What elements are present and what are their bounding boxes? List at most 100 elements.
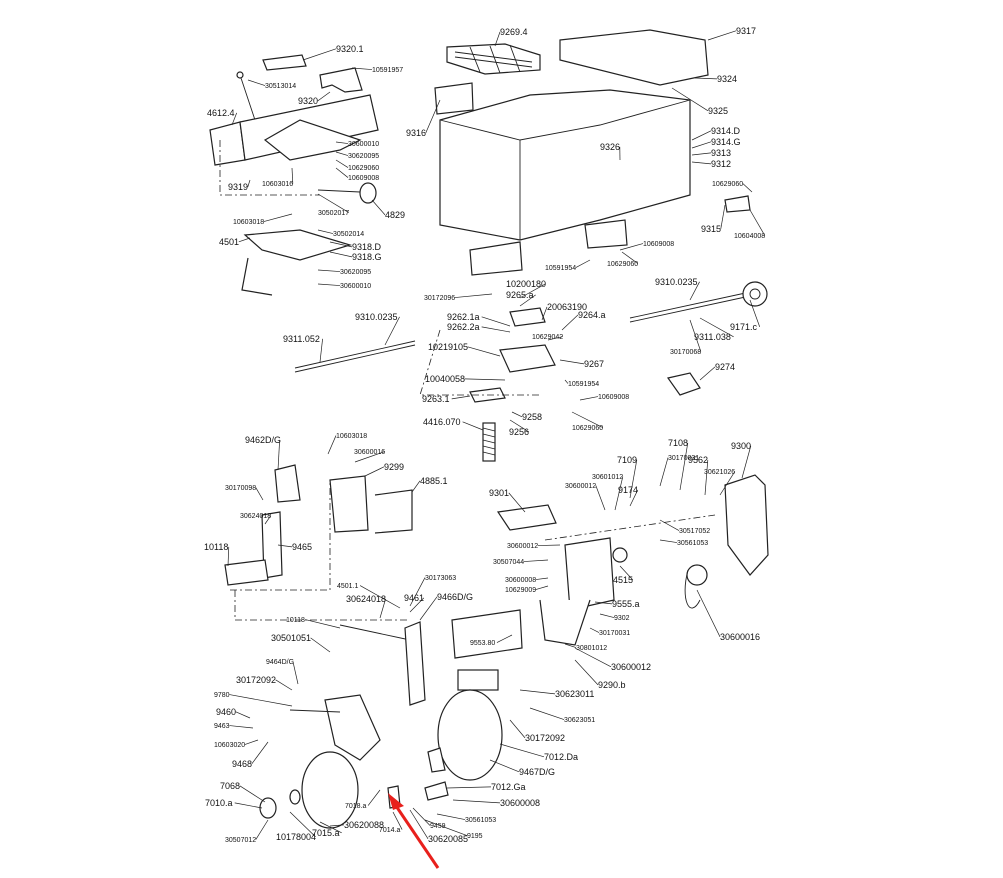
leader-line: [561, 314, 579, 331]
part-number-label: 30801012: [576, 645, 607, 652]
centerline: [219, 140, 320, 196]
part-number-label: 30620095: [340, 269, 371, 276]
hopper-box-part: [439, 89, 691, 241]
leader-line: [499, 743, 545, 758]
leader-line: [364, 466, 385, 477]
grid-screen-part: [446, 43, 541, 75]
leader-line: [319, 338, 323, 363]
leader-line: [436, 813, 466, 820]
leader-line: [462, 421, 484, 431]
part-number-label: 4416.070: [423, 417, 461, 427]
leader-line: [317, 269, 341, 272]
part-number-label: 10603018: [336, 433, 367, 440]
leader-line: [519, 689, 556, 695]
leader-line: [696, 589, 721, 638]
part-number-label: 9302: [614, 615, 630, 622]
part-number-label: 9310.0235: [355, 312, 398, 322]
part-number-label: 7109: [617, 455, 637, 465]
leader-line: [329, 824, 345, 827]
leader-line: [574, 647, 612, 668]
part-number-label: 30502014: [333, 231, 364, 238]
leader-line: [547, 336, 563, 341]
leader-line: [508, 492, 526, 513]
leader-line: [305, 619, 341, 629]
leader-line: [467, 346, 501, 357]
part-number-label: 4829: [385, 210, 405, 220]
leader-line: [541, 306, 548, 321]
leader-line: [302, 48, 337, 61]
part-number-label: 30601012: [592, 474, 623, 481]
chain-guard-part: [724, 474, 769, 576]
leader-line: [452, 799, 501, 804]
leader-line: [529, 707, 565, 720]
leader-line: [424, 819, 468, 836]
part-number-label: 30600012: [611, 662, 651, 672]
part-number-label: 9464D/G: [266, 659, 294, 666]
leader-line: [277, 439, 280, 471]
leader-line: [691, 130, 712, 141]
leader-line: [317, 91, 331, 102]
leader-line: [511, 411, 523, 418]
bearing-part: [289, 789, 301, 805]
part-number-label: 4612.4: [207, 108, 235, 118]
cover-plate-part: [496, 504, 557, 531]
scraper-part: [424, 781, 449, 801]
part-number-label: 9459: [430, 823, 446, 830]
shaft-part: [294, 344, 416, 373]
foot-part: [224, 559, 269, 586]
leader-line: [264, 515, 272, 525]
leader-line: [559, 359, 585, 365]
part-number-label: 30624018: [240, 513, 271, 520]
part-number-label: 9318.G: [352, 252, 382, 262]
leader-line: [317, 193, 349, 213]
part-number-label: 30600012: [507, 543, 538, 550]
part-number-label: 10609008: [643, 241, 674, 248]
leader-line: [535, 585, 549, 590]
part-number-label: 9290.b: [598, 680, 626, 690]
part-number-label: 30624018: [346, 594, 386, 604]
part-number-label: 9320.1: [336, 44, 364, 54]
disc-assembly: [234, 590, 503, 829]
part-number-label: 9314.D: [711, 126, 741, 136]
leader-line: [379, 598, 386, 619]
sprocket-part: [686, 564, 708, 586]
leader-line: [310, 637, 331, 653]
leader-line: [247, 79, 266, 86]
part-number-label: 30621026: [704, 469, 735, 476]
leader-line: [317, 229, 334, 234]
shaft-part: [339, 624, 411, 641]
leader-line: [317, 283, 341, 286]
part-number-label: 9326: [600, 142, 620, 152]
part-number-label: 30620095: [348, 153, 379, 160]
square-tube-part: [451, 609, 523, 659]
part-number-label: 9300: [731, 441, 751, 451]
part-number-label: 9313: [711, 148, 731, 158]
leader-line: [464, 378, 506, 381]
leader-line: [509, 419, 529, 433]
leader-line: [579, 396, 599, 401]
bracket-assembly-top-left: [209, 54, 379, 296]
part-number-label: 10629060: [712, 181, 743, 188]
leader-line: [335, 151, 349, 156]
part-number-label: 9301: [489, 488, 509, 498]
leader-line: [571, 411, 603, 428]
part-number-label: 9320: [298, 96, 318, 106]
part-number-label: 10603016: [262, 181, 293, 188]
part-number-label: 9324: [717, 74, 737, 84]
leader-line: [329, 251, 353, 258]
leader-line: [489, 759, 520, 773]
leader-line: [409, 577, 426, 607]
part-number-label: 9262.2a: [447, 322, 480, 332]
leader-line: [446, 786, 492, 789]
leader-line: [481, 326, 511, 333]
leader-line: [327, 435, 337, 455]
part-number-label: 9319: [228, 182, 248, 192]
leader-line: [621, 251, 639, 264]
spring-part: [457, 669, 499, 691]
coulter-disc-part: [437, 689, 503, 781]
part-number-label: 30600008: [500, 798, 540, 808]
leader-line: [719, 471, 736, 496]
leader-line: [699, 366, 716, 381]
spring-part: [482, 422, 496, 462]
gearbox-part: [499, 344, 556, 373]
